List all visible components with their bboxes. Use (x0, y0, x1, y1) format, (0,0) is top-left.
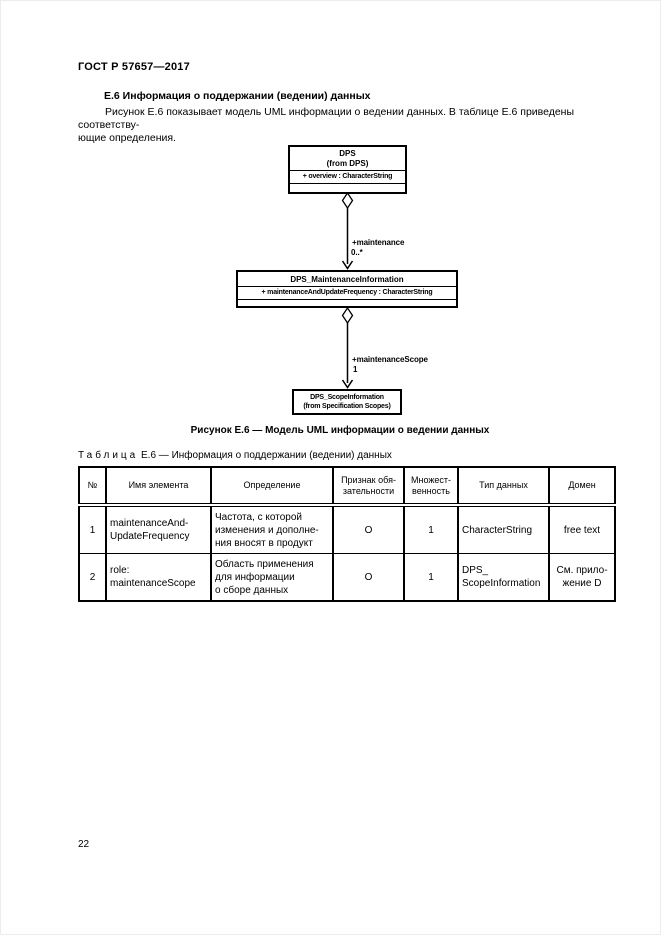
header-data-type: Тип данных (457, 466, 550, 507)
arrowhead-icon (341, 260, 354, 270)
cell-number: 2 (78, 553, 107, 602)
uml-class-maintenance-information: DPS_MaintenanceInformation + maintenance… (236, 270, 458, 308)
definitions-table: № Имя элемента Определение Признак обя- … (78, 466, 616, 602)
uml-class-title: DPS_ScopeInformation (from Specification… (303, 394, 391, 410)
table-caption: Таблица Е.6 — Информация о поддержании (… (78, 450, 392, 461)
table-caption-text: — Информация о поддержании (ведении) дан… (158, 450, 392, 461)
uml-class-attribute: + overview : CharacterString (290, 171, 405, 184)
association-multiplicity-label: 1 (353, 365, 358, 374)
table-caption-ref: Е.6 (141, 450, 157, 461)
table-row: 2 role: maintenanceScope Область примене… (78, 553, 616, 602)
standard-number: ГОСТ Р 57657—2017 (78, 61, 190, 73)
cell-domain: См. прило- жение D (548, 553, 616, 602)
intro-paragraph: Рисунок Е.6 показывает модель UML информ… (78, 106, 575, 144)
cell-data-type: CharacterString (457, 504, 550, 554)
cell-data-type: DPS_ ScopeInformation (457, 553, 550, 602)
cell-definition: Область применения для информации о сбор… (210, 553, 334, 602)
cell-obligation: О (332, 504, 405, 554)
uml-class-attribute: + maintenanceAndUpdateFrequency : Charac… (238, 287, 456, 300)
uml-class-dps: DPS (from DPS) + overview : CharacterStr… (288, 145, 407, 194)
cell-obligation: О (332, 553, 405, 602)
header-domain: Домен (548, 466, 616, 507)
cell-definition: Частота, с которой изменения и дополне- … (210, 504, 334, 554)
header-definition: Определение (210, 466, 334, 507)
uml-class-title: DPS (from DPS) (290, 147, 405, 171)
cell-element-name: maintenanceAnd- UpdateFrequency (105, 504, 212, 554)
table-header-row: № Имя элемента Определение Признак обя- … (78, 466, 616, 507)
table-row: 1 maintenanceAnd- UpdateFrequency Частот… (78, 504, 616, 554)
uml-class-scope-information: DPS_ScopeInformation (from Specification… (292, 389, 402, 415)
figure-caption: Рисунок Е.6 — Модель UML информации о ве… (190, 425, 490, 436)
cell-multiplicity: 1 (403, 504, 459, 554)
header-number: № (78, 466, 107, 507)
section-heading: Е.6 Информация о поддержании (ведении) д… (104, 90, 371, 102)
association-role-label: +maintenance (352, 238, 405, 247)
uml-class-operations (238, 300, 456, 306)
aggregation-diamond-icon (341, 191, 354, 210)
header-obligation: Признак обя- зательности (332, 466, 405, 507)
page-number: 22 (78, 839, 90, 850)
cell-number: 1 (78, 504, 107, 554)
header-multiplicity: Множест- венность (403, 466, 459, 507)
aggregation-diamond-icon (341, 306, 354, 325)
association-multiplicity-label: 0..* (351, 248, 363, 257)
table-caption-word: Таблица (78, 450, 139, 461)
cell-domain: free text (548, 504, 616, 554)
header-element-name: Имя элемента (105, 466, 212, 507)
uml-class-title: DPS_MaintenanceInformation (238, 272, 456, 287)
uml-class-operations (290, 184, 405, 192)
cell-multiplicity: 1 (403, 553, 459, 602)
cell-element-name: role: maintenanceScope (105, 553, 212, 602)
arrowhead-icon (341, 379, 354, 389)
association-role-label: +maintenanceScope (352, 355, 428, 364)
